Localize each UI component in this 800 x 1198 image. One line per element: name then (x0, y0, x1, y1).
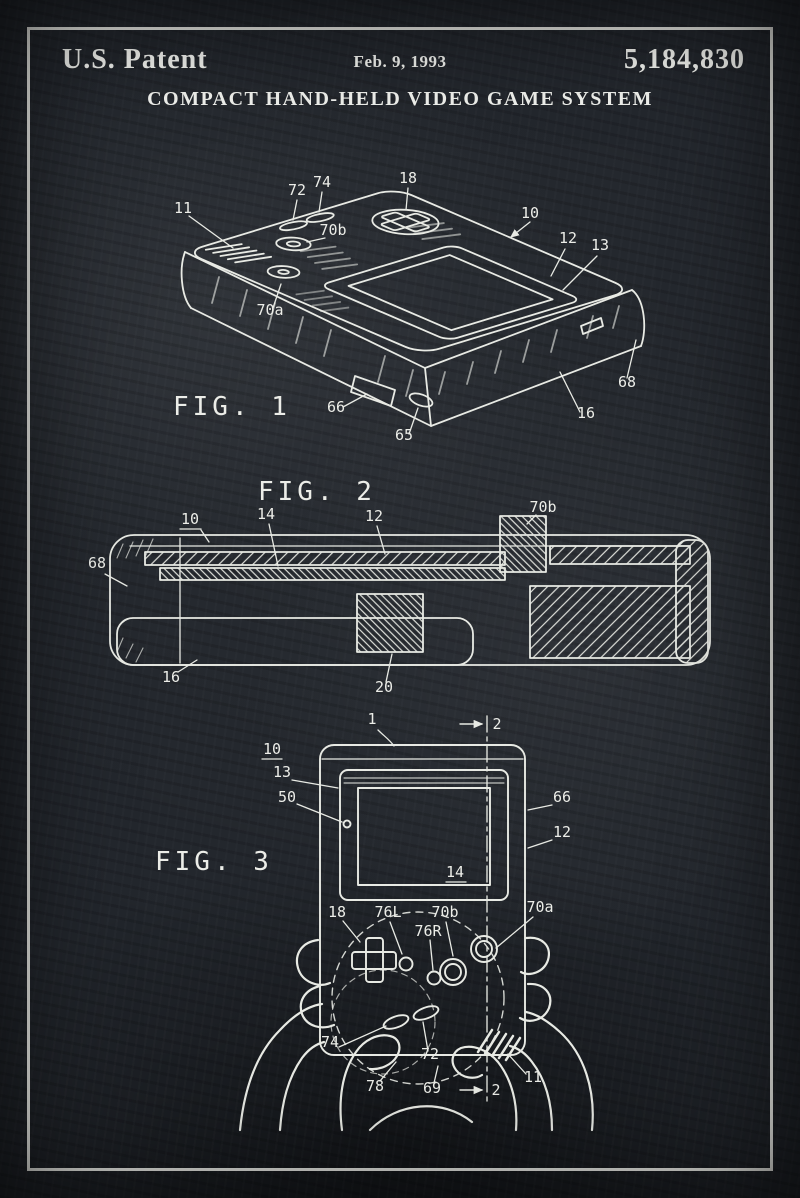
fig1-ref-13: 13 (591, 236, 609, 254)
fig2-ref-70b: 70b (529, 498, 556, 516)
fig2-ref-12: 12 (365, 507, 383, 525)
select-button (382, 1014, 410, 1030)
fig3-ref-76L: 76L (374, 903, 401, 921)
jack-65 (408, 392, 434, 408)
hands-outline (238, 936, 594, 1132)
fig1-ref-18: 18 (399, 169, 417, 187)
dial-70b (269, 235, 318, 253)
figure-3: 1 2 10 13 50 66 12 14 18 76L 76R 70b 70a… (155, 710, 594, 1132)
dial-70a (261, 264, 306, 280)
fig3-ref-14: 14 (446, 863, 464, 881)
screen (357, 787, 491, 886)
cartridge-block (529, 585, 691, 659)
fig3-ref-74: 74 (321, 1033, 339, 1051)
patent-publisher: U.S. Patent (62, 44, 208, 75)
figure-2: 70b 10 14 12 68 16 20 FIG. 2 (88, 477, 711, 696)
fig1-ref-66: 66 (327, 398, 345, 416)
fig1-ref-68: 68 (618, 373, 636, 391)
fig3-ref-2-bottom: 2 (491, 1081, 500, 1099)
connector-port-66 (350, 375, 396, 407)
button-76L (398, 956, 414, 972)
fig2-ref-68: 68 (88, 554, 106, 572)
phantom-circle-small (330, 969, 436, 1075)
speaker-grille-icon (206, 241, 271, 266)
fig1-drawing (180, 187, 646, 435)
fig1-ref-70a: 70a (256, 301, 283, 319)
device-body-top-face (185, 188, 632, 354)
board-layer (159, 567, 506, 581)
fig2-ref-16: 16 (162, 668, 180, 686)
top-right-band (549, 545, 691, 565)
fig3-leaders (261, 729, 553, 1084)
button-oval-74 (302, 211, 338, 223)
fig1-ref-72: 72 (288, 181, 306, 199)
fig2-drawing (104, 514, 711, 683)
fig3-ref-66: 66 (553, 788, 571, 806)
fig3-ref-76R: 76R (414, 922, 442, 940)
button-76R (426, 970, 442, 986)
fig2-caption: FIG. 2 (258, 477, 376, 507)
fig3-labels: 1 2 10 13 50 66 12 14 18 76L 76R 70b 70a… (155, 710, 571, 1099)
right-end-cap (675, 539, 709, 664)
fig3-ref-18: 18 (328, 903, 346, 921)
fig2-ref-14: 14 (257, 505, 275, 523)
fig3-ref-70a: 70a (526, 898, 553, 916)
switch-slot (580, 317, 604, 335)
fig3-ref-70b: 70b (431, 903, 458, 921)
patent-date: Feb. 9, 1993 (353, 52, 447, 71)
fig3-drawing (238, 715, 594, 1132)
fig1-ref-74: 74 (313, 173, 331, 191)
fig3-ref-13: 13 (273, 763, 291, 781)
ab-buttons (439, 935, 498, 986)
fig3-ref-12: 12 (553, 823, 571, 841)
fig3-ref-72: 72 (421, 1045, 439, 1063)
fig3-caption: FIG. 3 (155, 847, 273, 877)
battery-led (342, 819, 352, 829)
fig3-ref-69: 69 (423, 1079, 441, 1097)
fig1-ref-70b: 70b (319, 221, 346, 239)
patent-number: 5,184,830 (624, 44, 745, 75)
dial-block-70b (499, 515, 547, 573)
fig3-ref-11: 11 (524, 1068, 542, 1086)
device-side-faces (180, 251, 646, 427)
fig2-ref-20: 20 (375, 678, 393, 696)
patent-title: COMPACT HAND-HELD VIDEO GAME SYSTEM (147, 88, 653, 110)
fig1-leaders (188, 187, 637, 435)
fig3-ref-10: 10 (263, 740, 281, 758)
fig2-labels: 70b 10 14 12 68 16 20 FIG. 2 (88, 477, 557, 696)
fig3-ref-50: 50 (278, 788, 296, 806)
lower-shell (116, 617, 474, 666)
fig3-ref-78: 78 (366, 1077, 384, 1095)
dpad-icon (351, 937, 397, 983)
fig1-caption: FIG. 1 (173, 392, 291, 422)
figure-1: 11 72 74 18 10 70b 12 13 70a 68 66 16 65… (173, 169, 646, 444)
fig1-ref-10: 10 (521, 204, 539, 222)
fig1-labels: 11 72 74 18 10 70b 12 13 70a 68 66 16 65… (173, 169, 636, 444)
fig1-ref-16: 16 (577, 404, 595, 422)
fig3-ref-2-top: 2 (492, 715, 501, 733)
screen-bezel (319, 245, 581, 341)
fig1-ref-65: 65 (395, 426, 413, 444)
fig1-ref-11: 11 (174, 199, 192, 217)
fig2-leaders (104, 514, 537, 683)
battery-block-20 (356, 593, 424, 653)
screen (349, 255, 553, 330)
fig2-ref-10: 10 (181, 510, 199, 528)
bezel-pinstripes (343, 777, 505, 784)
button-oval-72 (276, 220, 312, 232)
screen-bezel (339, 769, 509, 901)
phantom-circle-large (331, 911, 505, 1085)
fig1-ref-12: 12 (559, 229, 577, 247)
fig3-ref-1: 1 (367, 710, 376, 728)
start-button (412, 1005, 440, 1021)
display-layer (144, 551, 506, 566)
speaker-grille-icon (476, 1028, 522, 1062)
